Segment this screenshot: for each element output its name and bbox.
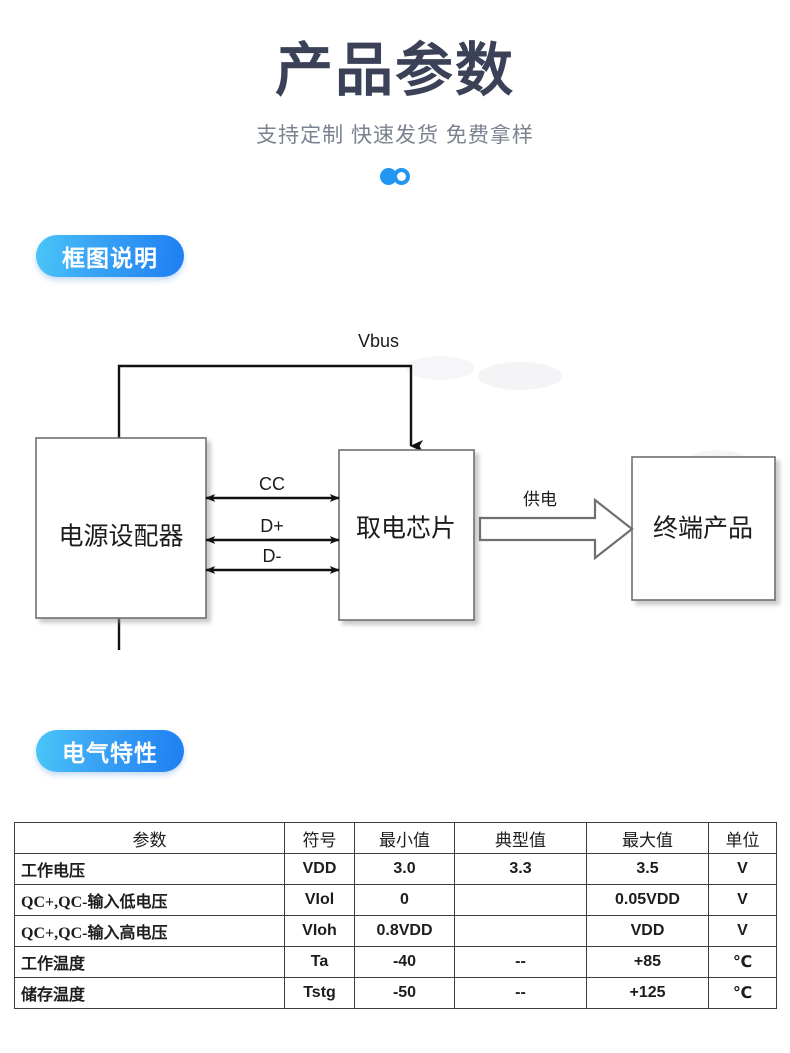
table-row: QC+,QC-输入高电压 VIoh 0.8VDD VDD V — [14, 915, 777, 947]
column-header-symbol: 符号 — [284, 822, 355, 854]
cell-param: QC+,QC-输入低电压 — [14, 884, 285, 916]
cell-min: 0 — [354, 884, 455, 916]
block-diagram-svg: Vbus 电源设配器 取电芯片 终端产品 CC D+ D- 供电 — [35, 331, 776, 650]
table-row: 储存温度 Tstg -50 -- +125 ℃ — [14, 977, 777, 1009]
cell-symbol: VIol — [284, 884, 355, 916]
page-header: 产品参数 支持定制 快速发货 免费拿样 — [0, 0, 790, 189]
cell-unit: V — [708, 884, 777, 916]
power-supply-block-arrow — [478, 497, 634, 561]
column-header-min: 最小值 — [354, 822, 455, 854]
column-header-param: 参数 — [14, 822, 285, 854]
box-power-adapter-label: 电源设配器 — [58, 523, 183, 551]
table-row: QC+,QC-输入低电压 VIol 0 0.05VDD V — [14, 884, 777, 916]
cc-label: CC — [259, 474, 285, 494]
table-row: 工作温度 Ta -40 -- +85 ℃ — [14, 946, 777, 978]
column-header-typ: 典型值 — [454, 822, 587, 854]
cell-unit: ℃ — [708, 977, 777, 1009]
vbus-label: Vbus — [358, 331, 399, 351]
cell-param: 工作温度 — [14, 946, 285, 978]
table-header-row: 参数 符号 最小值 典型值 最大值 单位 — [14, 822, 777, 854]
divider-dots-ornament — [0, 149, 790, 189]
cell-unit: ℃ — [708, 946, 777, 978]
section-badge-electrical: 电气特性 — [36, 730, 184, 772]
cell-unit: V — [708, 853, 777, 885]
cell-typ — [454, 884, 587, 916]
watermark-blob — [406, 356, 474, 380]
cell-symbol: Tstg — [284, 977, 355, 1009]
cell-param: 储存温度 — [14, 977, 285, 1009]
cell-max: 0.05VDD — [586, 884, 709, 916]
box-power-adapter: 电源设配器 — [35, 437, 207, 619]
dplus-label: D+ — [260, 516, 284, 536]
box-terminal-product-label: 终端产品 — [653, 515, 753, 543]
page-title: 产品参数 — [274, 38, 515, 103]
cell-min: -50 — [354, 977, 455, 1009]
cell-typ: -- — [454, 977, 587, 1009]
supply-label: 供电 — [523, 490, 557, 509]
cell-unit: V — [708, 915, 777, 947]
box-power-chip: 取电芯片 — [338, 449, 475, 621]
column-header-max: 最大值 — [586, 822, 709, 854]
box-terminal-product: 终端产品 — [631, 456, 776, 601]
cell-symbol: VIoh — [284, 915, 355, 947]
cell-symbol: VDD — [284, 853, 355, 885]
table-row: 工作电压 VDD 3.0 3.3 3.5 V — [14, 853, 777, 885]
cell-max: 3.5 — [586, 853, 709, 885]
block-diagram: Vbus 电源设配器 取电芯片 终端产品 CC D+ D- 供电 — [0, 320, 790, 650]
filled-circle-icon — [380, 168, 397, 186]
cell-min: -40 — [354, 946, 455, 978]
column-header-unit: 单位 — [708, 822, 777, 854]
section-badge-block-diagram: 框图说明 — [36, 235, 184, 277]
cell-symbol: Ta — [284, 946, 355, 978]
cell-max: +85 — [586, 946, 709, 978]
dminus-label: D- — [263, 546, 282, 566]
watermark-blob — [478, 362, 562, 390]
section-badge-electrical-label: 电气特性 — [62, 740, 158, 766]
cell-param: QC+,QC-输入高电压 — [14, 915, 285, 947]
page-subtitle: 支持定制 快速发货 免费拿样 — [256, 123, 534, 147]
box-power-chip-label: 取电芯片 — [356, 515, 456, 543]
cell-max: +125 — [586, 977, 709, 1009]
electrical-spec-table-wrapper: 参数 符号 最小值 典型值 最大值 单位 工作电压 VDD 3.0 3.3 3.… — [14, 822, 777, 1009]
cell-typ: -- — [454, 946, 587, 978]
electrical-spec-table: 参数 符号 最小值 典型值 最大值 单位 工作电压 VDD 3.0 3.3 3.… — [14, 822, 777, 1009]
ring-circle-icon — [393, 168, 410, 186]
cell-min: 0.8VDD — [354, 915, 455, 947]
cell-param: 工作电压 — [14, 853, 285, 885]
cell-min: 3.0 — [354, 853, 455, 885]
cell-typ — [454, 915, 587, 947]
cell-max: VDD — [586, 915, 709, 947]
cell-typ: 3.3 — [454, 853, 587, 885]
section-badge-block-diagram-label: 框图说明 — [62, 245, 158, 271]
